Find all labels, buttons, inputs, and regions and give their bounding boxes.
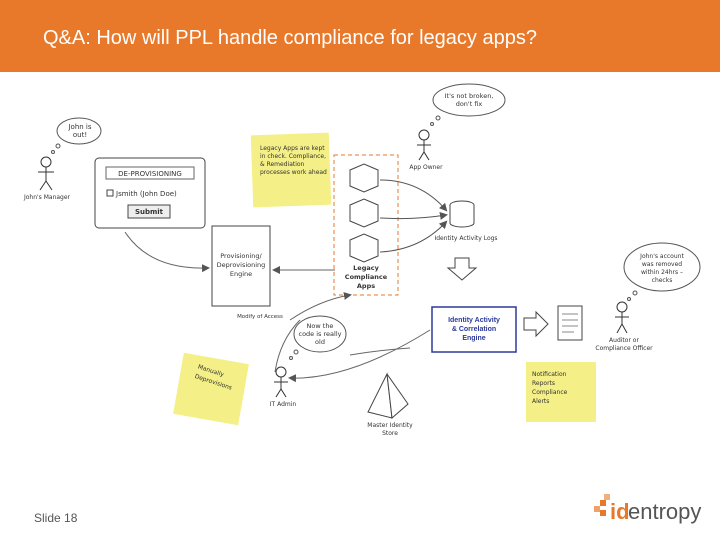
svg-text:Jsmith (John Doe): Jsmith (John Doe) [115,190,177,198]
admin-figure-icon [274,366,288,398]
slide-title: Q&A: How will PPL handle compliance for … [43,27,537,49]
auditor-figure-icon [615,301,629,334]
attrs-label: Modify of Access [237,314,283,320]
sticky-note-left: ManuallyDeprovisions [173,352,249,426]
slide-header: Q&A: How will PPL handle compliance for … [0,0,720,72]
manager-label: John's Manager [23,194,71,201]
report-document-icon [557,305,583,341]
svg-text:It's not broken,don't fix: It's not broken,don't fix [445,92,494,108]
identity-store-icon [367,372,409,420]
deprovision-form: DE-PROVISIONING Jsmith (John Doe) Submit [94,157,206,229]
manager-figure-icon [38,156,54,191]
admin-label: IT Admin [270,401,297,408]
logs-database-icon [449,200,475,228]
owner-label: App Owner [409,164,443,171]
svg-text:DE-PROVISIONING: DE-PROVISIONING [118,170,182,178]
owner-figure-icon [417,129,431,161]
logo-id-text: id [610,499,630,524]
slide-number: Slide 18 [34,511,78,525]
down-arrow-icon [446,257,478,281]
logo-rest-text: entropy [628,499,702,524]
svg-text:Submit: Submit [135,208,164,216]
right-arrow-icon [523,310,549,338]
owner-thought-bubble: It's not broken,don't fix [430,83,506,126]
identropy-logo: id entropy [594,494,713,526]
logs-label: Identity Activity Logs [434,235,497,242]
